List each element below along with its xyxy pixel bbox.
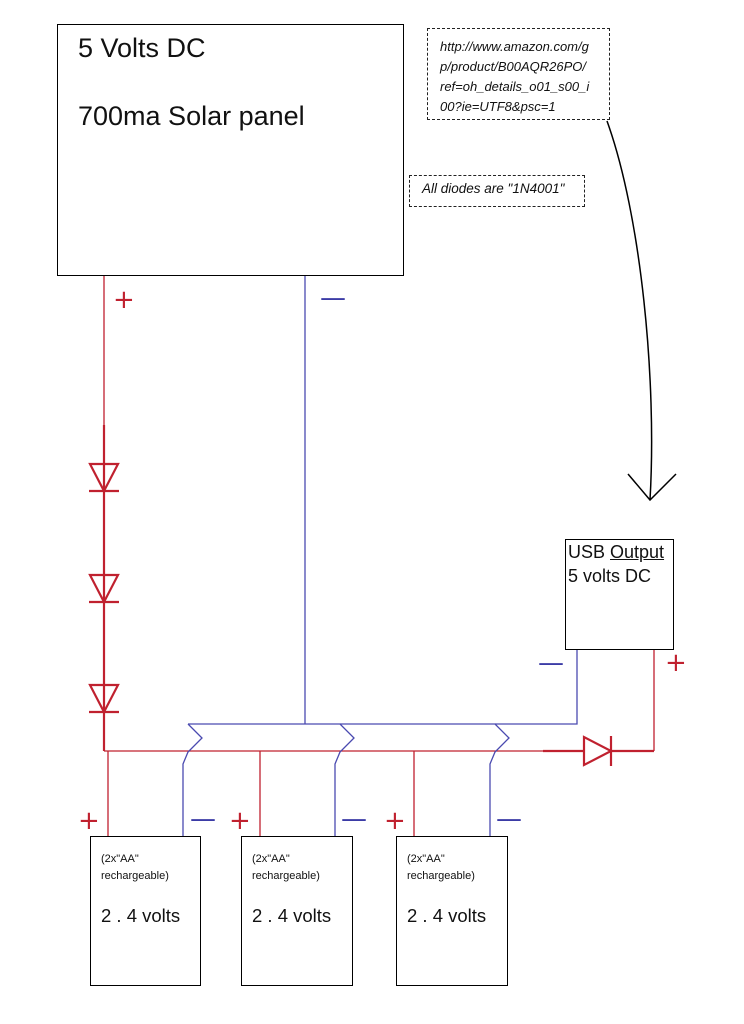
solar-panel-box: 5 Volts DC 700ma Solar panel xyxy=(57,24,404,276)
diode-3 xyxy=(88,683,120,715)
usb-positive-sign: + xyxy=(665,648,687,678)
diode-note: All diodes are "1N4001" xyxy=(409,175,585,207)
usb-label-output: Output xyxy=(610,542,665,562)
battery-pack-3: (2x"AA" rechargeable) 2 . 4 volts xyxy=(396,836,508,986)
link-arrow xyxy=(606,120,677,502)
diode-2 xyxy=(88,573,120,605)
negative-wiring xyxy=(182,276,578,836)
battery2-positive-sign: + xyxy=(229,806,251,836)
usb-output-box: USB Output 5 volts DC xyxy=(565,539,674,650)
battery-type: (2x"AA" rechargeable) xyxy=(252,853,320,882)
panel-positive-sign: + xyxy=(113,285,135,315)
battery-pack-1: (2x"AA" rechargeable) 2 . 4 volts xyxy=(90,836,201,986)
panel-negative-sign: — xyxy=(320,283,346,313)
battery3-negative-sign: — xyxy=(496,804,522,834)
battery3-positive-sign: + xyxy=(384,806,406,836)
solar-panel-description: 700ma Solar panel xyxy=(78,101,305,131)
battery-voltage: 2 . 4 volts xyxy=(407,905,487,926)
product-link-note: http://www.amazon.com/gp/product/B00AQR2… xyxy=(427,28,610,120)
battery-type: (2x"AA" rechargeable) xyxy=(407,853,475,882)
battery1-positive-sign: + xyxy=(78,806,100,836)
product-link-url: http://www.amazon.com/gp/product/B00AQR2… xyxy=(440,39,590,114)
diode-output xyxy=(582,735,614,767)
usb-output-label: USB Output xyxy=(568,542,664,563)
battery2-negative-sign: — xyxy=(341,804,367,834)
battery-pack-2: (2x"AA" rechargeable) 2 . 4 volts xyxy=(241,836,353,986)
battery-voltage: 2 . 4 volts xyxy=(252,905,332,926)
positive-wiring xyxy=(103,276,655,836)
diode-string xyxy=(102,425,654,753)
usb-label-prefix: USB xyxy=(568,542,611,562)
battery-type: (2x"AA" rechargeable) xyxy=(101,853,169,882)
diode-note-text: All diodes are "1N4001" xyxy=(422,181,565,196)
usb-output-voltage: 5 volts DC xyxy=(568,566,652,586)
usb-negative-lead xyxy=(495,650,578,725)
negative-bus-wire-right xyxy=(340,723,510,836)
negative-bus-wire xyxy=(188,723,355,836)
usb-negative-sign: — xyxy=(538,648,564,678)
battery1-negative-sign: — xyxy=(190,804,216,834)
battery1-negative-lead xyxy=(182,723,203,836)
diode-1 xyxy=(88,462,120,494)
battery-voltage: 2 . 4 volts xyxy=(101,905,181,926)
solar-panel-voltage: 5 Volts DC xyxy=(78,33,206,63)
